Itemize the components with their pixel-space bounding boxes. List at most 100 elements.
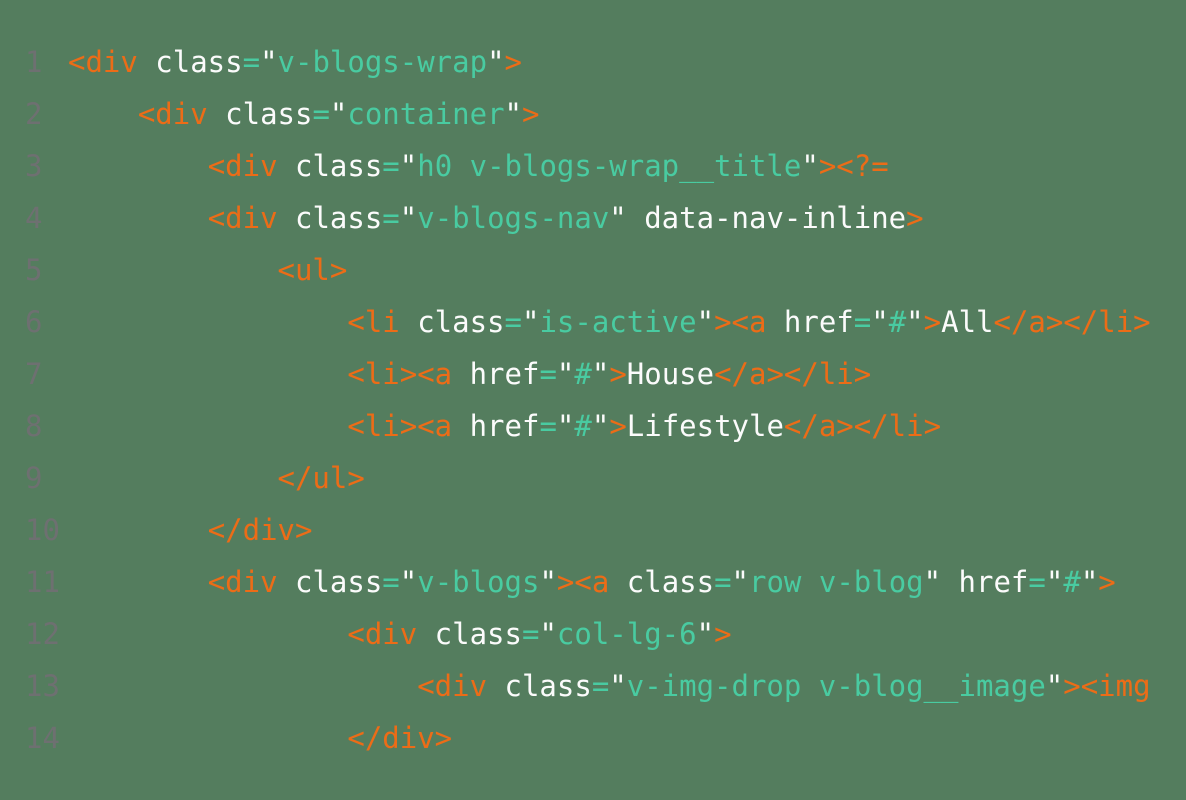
attr-token: " (731, 565, 750, 599)
tag-token: </a></li> (993, 305, 1151, 339)
attr-token: " (504, 97, 522, 131)
string-token: v-blogs-nav (417, 201, 610, 235)
line-number: 1 (25, 45, 43, 79)
code-line-3[interactable]: 3 <div class="h0 v-blogs-wrap__title"><?… (25, 140, 1186, 192)
string-token: row v-blog (749, 565, 924, 599)
tag-token: <li (347, 305, 400, 339)
code-text: <div class="v-img-drop v-blog__image"><i… (68, 660, 1186, 712)
attr-token: " (539, 565, 557, 599)
attr-token: " (556, 409, 575, 443)
attr-token: class (277, 201, 383, 235)
attr-token: " (923, 565, 942, 599)
attr-token: " (521, 305, 540, 339)
code-text: </ul> (68, 452, 1186, 504)
attr-token: class (207, 97, 313, 131)
code-text: <div class="v-blogs-wrap"> (68, 36, 1186, 88)
tag-token: > (906, 201, 924, 235)
string-token: = (382, 201, 400, 235)
code-line-12[interactable]: 12 <div class="col-lg-6"> (25, 608, 1186, 660)
attr-token: " (399, 565, 418, 599)
attr-token: href (766, 305, 854, 339)
line-number: 5 (25, 253, 43, 287)
line-number: 4 (25, 201, 43, 235)
code-line-13[interactable]: 13 <div class="v-img-drop v-blog__image"… (25, 660, 1186, 712)
tag-token: <li><a (347, 357, 453, 391)
attr-token: " (871, 305, 889, 339)
code-text: <li><a href="#">Lifestyle</a></li> (68, 400, 1186, 452)
string-token: container (347, 97, 505, 131)
attr-token: " (801, 149, 819, 183)
string-token: is-active (539, 305, 697, 339)
tag-token: </div> (347, 721, 453, 755)
attr-token: " (487, 45, 505, 79)
attr-token: " (591, 409, 610, 443)
string-token: = (591, 669, 610, 703)
line-number: 12 (25, 617, 60, 651)
code-line-5[interactable]: 5 <ul> (25, 244, 1186, 296)
attr-token: data-nav-inline (626, 201, 907, 235)
attr-token: " (1045, 565, 1064, 599)
tag-token: <div (137, 97, 208, 131)
code-line-14[interactable]: 14 </div> (25, 712, 1186, 764)
attr-token: href (941, 565, 1029, 599)
string-token: v-blogs-wrap (277, 45, 488, 79)
code-line-8[interactable]: 8 <li><a href="#">Lifestyle</a></li> (25, 400, 1186, 452)
string-token: v-img-drop v-blog__image (626, 669, 1046, 703)
attr-token: " (609, 669, 627, 703)
tag-token: ><?= (818, 149, 889, 183)
tag-token: </ul> (277, 461, 365, 495)
string-token: # (888, 305, 907, 339)
tag-token: <div (417, 669, 488, 703)
line-number: 14 (25, 721, 60, 755)
code-line-9[interactable]: 9 </ul> (25, 452, 1186, 504)
string-token: # (574, 357, 592, 391)
code-text: <li class="is-active"><a href="#">All</a… (68, 296, 1186, 348)
tag-token: </a></li> (783, 409, 942, 443)
tag-token: </a></li> (714, 357, 872, 391)
attr-token: " (696, 617, 715, 651)
tag-token: ><img (1063, 669, 1151, 703)
code-text: <div class="v-blogs"><a class="row v-blo… (68, 556, 1186, 608)
line-number: 2 (25, 97, 43, 131)
tag-token: <div (207, 565, 278, 599)
tag-token: > (609, 409, 627, 443)
code-line-6[interactable]: 6 <li class="is-active"><a href="#">All<… (25, 296, 1186, 348)
string-token: v-blogs (417, 565, 540, 599)
code-line-11[interactable]: 11 <div class="v-blogs"><a class="row v-… (25, 556, 1186, 608)
tag-token: <div (207, 201, 278, 235)
attr-token: " (329, 97, 348, 131)
code-text: </div> (68, 504, 1186, 556)
line-number: 11 (25, 565, 60, 599)
code-line-10[interactable]: 10 </div> (25, 504, 1186, 556)
tag-token: > (609, 357, 627, 391)
tag-token: > (923, 305, 942, 339)
attr-token: Lifestyle (626, 409, 784, 443)
attr-token: " (591, 357, 610, 391)
tag-token: <li><a (347, 409, 453, 443)
line-number: 8 (25, 409, 43, 443)
code-line-7[interactable]: 7 <li><a href="#">House</a></li> (25, 348, 1186, 400)
attr-token: All (941, 305, 994, 339)
attr-token: " (399, 149, 418, 183)
code-text: <li><a href="#">House</a></li> (68, 348, 1186, 400)
string-token: = (521, 617, 540, 651)
attr-token: class (137, 45, 243, 79)
code-text: <div class="col-lg-6"> (68, 608, 1186, 660)
attr-token: class (399, 305, 505, 339)
string-token: col-lg-6 (556, 617, 697, 651)
code-line-4[interactable]: 4 <div class="v-blogs-nav" data-nav-inli… (25, 192, 1186, 244)
attr-token: " (260, 45, 278, 79)
code-line-1[interactable]: 1 <div class="v-blogs-wrap"> (25, 36, 1186, 88)
string-token: = (714, 565, 732, 599)
line-number: 6 (25, 305, 43, 339)
attr-token: " (399, 201, 418, 235)
line-number: 13 (25, 669, 60, 703)
string-token: = (504, 305, 522, 339)
code-line-2[interactable]: 2 <div class="container"> (25, 88, 1186, 140)
attr-token: " (539, 617, 557, 651)
string-token: = (539, 409, 557, 443)
string-token: = (242, 45, 261, 79)
tag-token: ><a (714, 305, 767, 339)
string-token: = (312, 97, 330, 131)
